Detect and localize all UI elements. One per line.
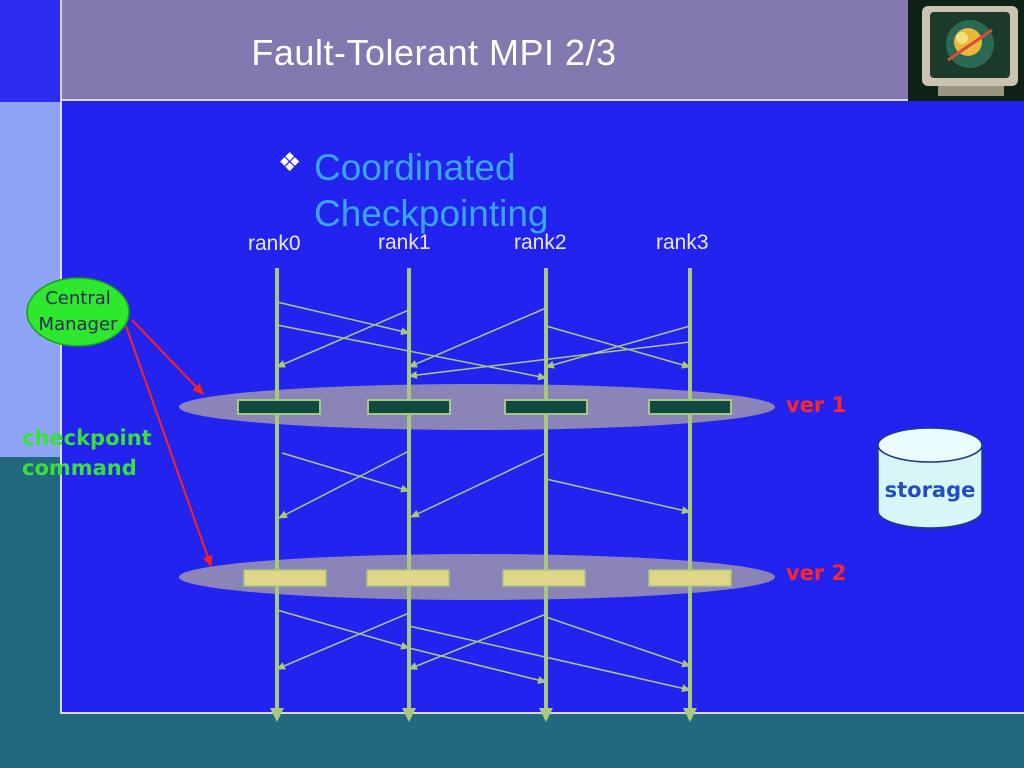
rank0-arrowhead — [270, 708, 284, 722]
left-band-top — [0, 0, 60, 102]
rank1-label: rank1 — [378, 231, 431, 254]
bottom-band — [0, 714, 1024, 768]
logo — [908, 0, 1024, 101]
central-manager-node — [26, 277, 130, 347]
checkpoint-command-label: checkpoint command — [22, 426, 152, 480]
ver2-checkpoints — [243, 569, 732, 587]
ver2-label: ver 2 — [786, 561, 847, 585]
left-band-middle — [0, 102, 60, 457]
ver2-checkpoint-rank2 — [502, 569, 586, 587]
bullet-icon: ❖ — [278, 148, 302, 178]
rank2-arrowhead — [539, 708, 553, 722]
ver1-label: ver 1 — [786, 393, 847, 417]
ver1-checkpoint-rank1 — [367, 399, 451, 415]
messages-phase1 — [276, 301, 691, 381]
ver1-ellipse — [179, 384, 775, 430]
bullet-heading: Coordinated Checkpointing — [314, 147, 549, 234]
checkpoint-command-arrows — [125, 319, 213, 567]
ver1-checkpoint-rank2 — [504, 399, 588, 415]
rank3-label: rank3 — [656, 231, 709, 254]
title-bar — [60, 0, 908, 101]
rank0-label: rank0 — [248, 232, 301, 255]
computer-monitor-icon — [908, 0, 1024, 101]
ver1-checkpoint-rank0 — [237, 399, 321, 415]
messages-phase2 — [278, 450, 691, 519]
ver1-checkpoint-rank3 — [648, 399, 732, 415]
slide-title: Fault-Tolerant MPI 2/3 — [251, 32, 617, 73]
rank3-arrowhead — [683, 708, 697, 722]
storage-icon — [877, 427, 983, 529]
ver2-checkpoint-rank1 — [366, 569, 450, 587]
central-manager-label: Central Manager — [38, 288, 118, 335]
ver2-checkpoint-rank0 — [243, 569, 327, 587]
messages-phase3 — [276, 609, 691, 693]
ver2-ellipse — [179, 554, 775, 600]
storage-label: storage — [884, 478, 976, 502]
rank2-label: rank2 — [514, 231, 567, 254]
ver1-checkpoints — [237, 399, 732, 415]
ver2-checkpoint-rank3 — [648, 569, 732, 587]
rank1-arrowhead — [402, 708, 416, 722]
